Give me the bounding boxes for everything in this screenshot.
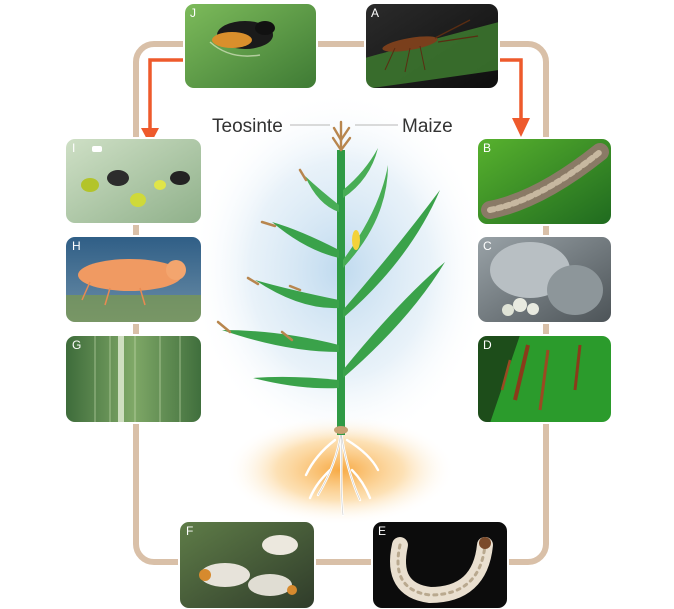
panel-j-label: J (190, 6, 196, 20)
panel-g (65, 335, 202, 423)
panel-i-label: I (72, 141, 75, 155)
panel-e-label: E (378, 524, 386, 538)
arrow-left (150, 60, 184, 130)
panel-b (477, 138, 612, 225)
panel-a-label: A (371, 6, 379, 20)
panel-j (184, 3, 317, 89)
panel-c (477, 236, 612, 323)
panel-f-label: F (186, 524, 193, 538)
panel-d-label: D (483, 338, 492, 352)
maize-title: Maize (402, 116, 453, 137)
panel-c-label: C (483, 239, 492, 253)
teosinte-title: Teosinte (212, 116, 283, 137)
panel-b-label: B (483, 141, 491, 155)
panel-a (365, 3, 499, 89)
arrow-right-head (512, 118, 530, 137)
panel-d (477, 335, 612, 423)
panel-g-label: G (72, 338, 81, 352)
panel-i (65, 138, 202, 224)
arrow-right (499, 60, 521, 120)
panel-h-label: H (72, 239, 81, 253)
panel-e (372, 521, 508, 609)
panel-f (179, 521, 315, 609)
stem-base (334, 426, 348, 434)
panel-h (65, 236, 202, 323)
ear (352, 230, 360, 250)
